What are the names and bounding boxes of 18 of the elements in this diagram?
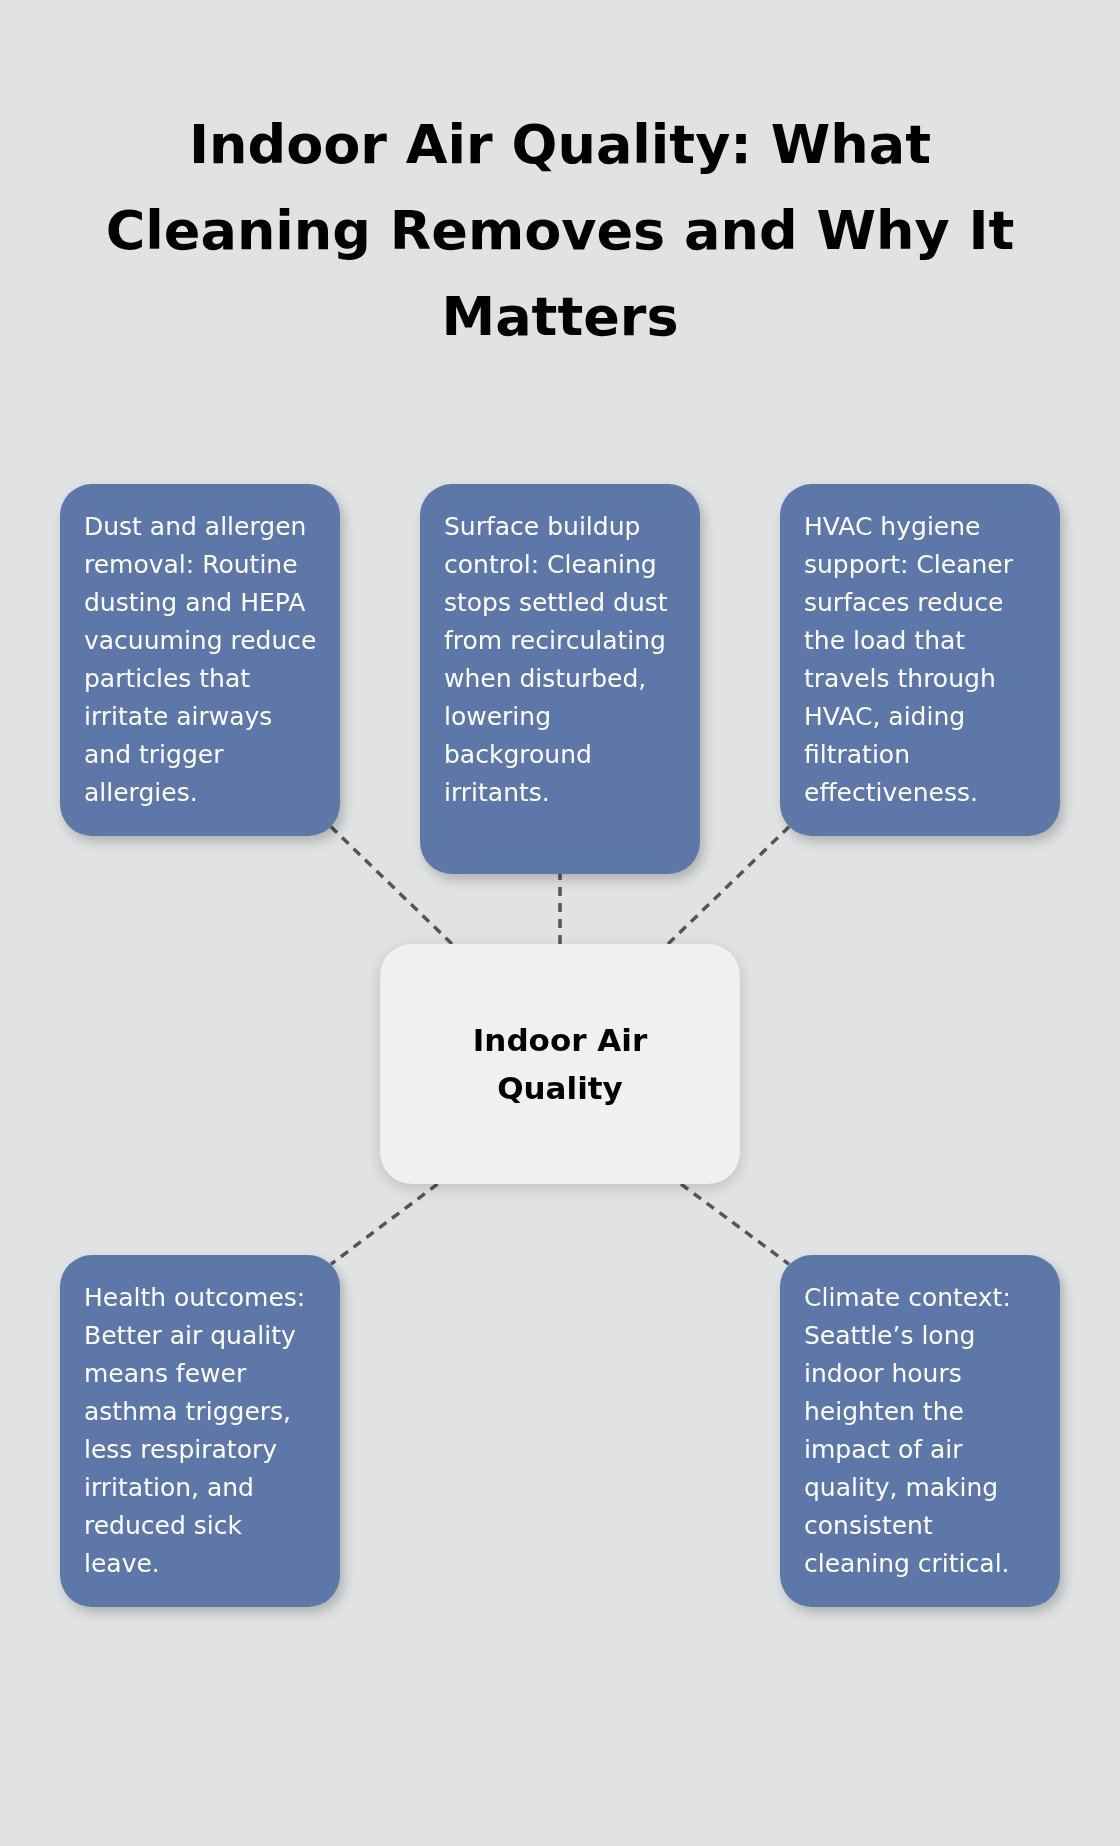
title: Indoor Air Quality: What Cleaning Removes and Why It Matters bbox=[104, 112, 1016, 350]
info-card bbox=[780, 1255, 1060, 1607]
info-card bbox=[420, 484, 700, 874]
info-card bbox=[780, 484, 1060, 836]
center-label: Indoor Air Quality bbox=[471, 1021, 649, 1108]
card-text: Surface buildup control: Cleaning stops settled dust from recirculating when disturbed, lowering background irritants. bbox=[444, 511, 669, 809]
card-text: Health outcomes: Better air quality means fewer asthma triggers, less respiratory irritation, and reduced sick leave. bbox=[84, 1282, 307, 1580]
card-text: Dust and allergen removal: Routine dusting and HEPA vacuuming reduce particles that irritate airways and trigger allergies. bbox=[84, 511, 318, 809]
card-text: HVAC hygiene support: Cleaner surfaces reduce the load that travels through HVAC, aiding filtration effectiveness. bbox=[804, 511, 1014, 809]
info-card bbox=[60, 484, 340, 836]
info-card bbox=[60, 1255, 340, 1607]
dashed-connector bbox=[666, 825, 791, 946]
dashed-connector bbox=[679, 1182, 790, 1266]
dashed-connector bbox=[330, 1182, 439, 1266]
card-text: Climate context: Seattle’s long indoor hours heighten the impact of air quality, making consistent cleaning critical. bbox=[804, 1282, 1012, 1580]
center-box bbox=[380, 944, 740, 1184]
dashed-connector bbox=[329, 825, 454, 946]
dashed-connector bbox=[558, 874, 562, 944]
